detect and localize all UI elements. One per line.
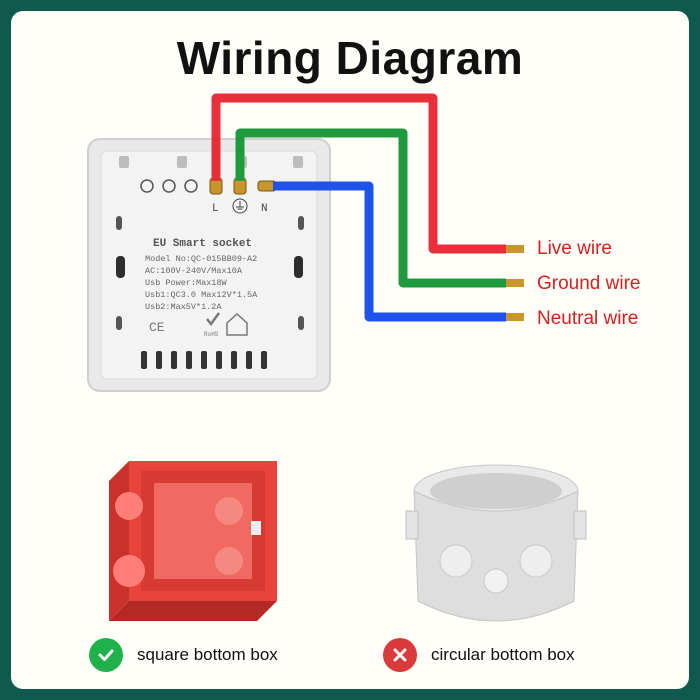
neutral-wire-tip	[506, 313, 524, 321]
live-wire-label: Live wire	[537, 238, 612, 259]
page-title: Wiring Diagram	[176, 32, 524, 84]
ce-mark: CE	[149, 320, 165, 335]
live-wire-tip	[506, 245, 524, 253]
socket-heading: EU Smart socket	[153, 238, 252, 250]
live-wire	[211, 93, 506, 254]
neutral-wire	[273, 181, 506, 322]
diagram-card: Wiring Diagram L N	[11, 11, 689, 689]
square-box-label: square bottom box	[137, 645, 278, 664]
cross-icon	[383, 638, 417, 672]
socket-spec-usb1: Usb1:QC3.0 Max12V*1.5A	[145, 290, 258, 300]
socket-spec-ac: AC:100V-240V/Max10A	[145, 266, 243, 276]
socket-spec-usb2: Usb2:Max5V*1.2A	[145, 302, 222, 312]
brass-terminals	[209, 177, 277, 195]
terminal-label-live: L	[212, 203, 219, 215]
circular-box-label: circular bottom box	[431, 645, 575, 664]
house-icon	[226, 312, 248, 336]
socket-spec-usb-power: Usb Power:Max18W	[145, 278, 228, 288]
circular-bottom-box-image	[405, 464, 587, 622]
rohs-mark: RoHS	[204, 331, 219, 338]
circular-box-status: circular bottom box	[383, 638, 575, 672]
ground-wire-tip	[506, 279, 524, 287]
check-icon	[89, 638, 123, 672]
ground-wire-label: Ground wire	[537, 273, 641, 294]
socket-inner-panel	[100, 150, 318, 380]
checkmark-cert-icon	[206, 312, 221, 327]
neutral-wire-label: Neutral wire	[537, 308, 639, 329]
ground-symbol-icon	[232, 198, 248, 214]
ground-wire	[235, 128, 506, 288]
side-clips	[116, 216, 304, 330]
socket-spec-model: Model No:QC-015BB09-A2	[145, 254, 257, 264]
terminal-holes	[140, 179, 198, 193]
terminal-label-neutral: N	[261, 203, 268, 215]
wiring-illustration: L N EU Smart socket Model No:QC-015BB09-…	[87, 93, 524, 392]
square-box-status: square bottom box	[89, 638, 278, 672]
square-bottom-box-image	[109, 461, 277, 621]
bottom-vents	[141, 351, 267, 369]
